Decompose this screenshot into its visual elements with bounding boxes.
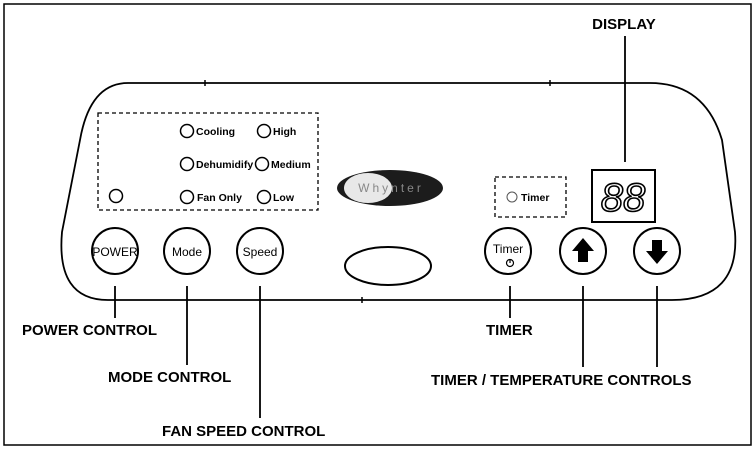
timer-led <box>506 191 518 203</box>
fan-only-label: Fan Only <box>197 192 242 204</box>
diagram-frame <box>3 3 752 446</box>
whynter-logo-text: Whynter <box>358 181 424 195</box>
display-readout: 88 <box>601 176 646 220</box>
blank-oval-button[interactable] <box>344 246 432 286</box>
speed-button-label: Speed <box>243 245 278 259</box>
digital-display: 88 <box>591 169 656 223</box>
power-button[interactable]: POWER <box>91 227 139 275</box>
timer-indicator-label: Timer <box>521 192 549 204</box>
indicator-panel <box>97 112 319 211</box>
arrow-up-icon <box>572 238 594 262</box>
display-callout: DISPLAY <box>592 16 656 33</box>
mode-button-label: Mode <box>172 245 202 259</box>
fan-only-led <box>179 189 195 205</box>
power-indicator-led <box>108 188 124 204</box>
power-button-label: POWER <box>92 245 138 259</box>
dehumidify-led <box>179 156 195 172</box>
clock-icon <box>505 258 515 268</box>
timer-callout: TIMER <box>486 322 533 339</box>
mode-button[interactable]: Mode <box>163 227 211 275</box>
low-led <box>256 189 272 205</box>
fan-speed-control-callout: FAN SPEED CONTROL <box>162 423 325 440</box>
timer-button-label: Timer <box>493 242 523 256</box>
cooling-label: Cooling <box>196 126 235 138</box>
arrow-down-icon <box>646 240 668 264</box>
speed-button[interactable]: Speed <box>236 227 284 275</box>
timer-button[interactable]: Timer <box>484 227 532 275</box>
cooling-led <box>179 123 195 139</box>
mode-control-callout: MODE CONTROL <box>108 369 231 386</box>
medium-led <box>254 156 270 172</box>
dehumidify-label: Dehumidify <box>196 159 253 171</box>
low-label: Low <box>273 192 295 204</box>
high-led <box>256 123 272 139</box>
down-button[interactable] <box>633 227 681 275</box>
medium-label: Medium <box>271 159 311 171</box>
timer-indicator-box <box>494 176 567 218</box>
up-button[interactable] <box>559 227 607 275</box>
power-control-callout: POWER CONTROL <box>22 322 157 339</box>
timer-temperature-controls-callout: TIMER / TEMPERATURE CONTROLS <box>431 372 692 389</box>
whynter-logo: Whynter <box>337 170 443 206</box>
high-label: High <box>273 126 296 138</box>
